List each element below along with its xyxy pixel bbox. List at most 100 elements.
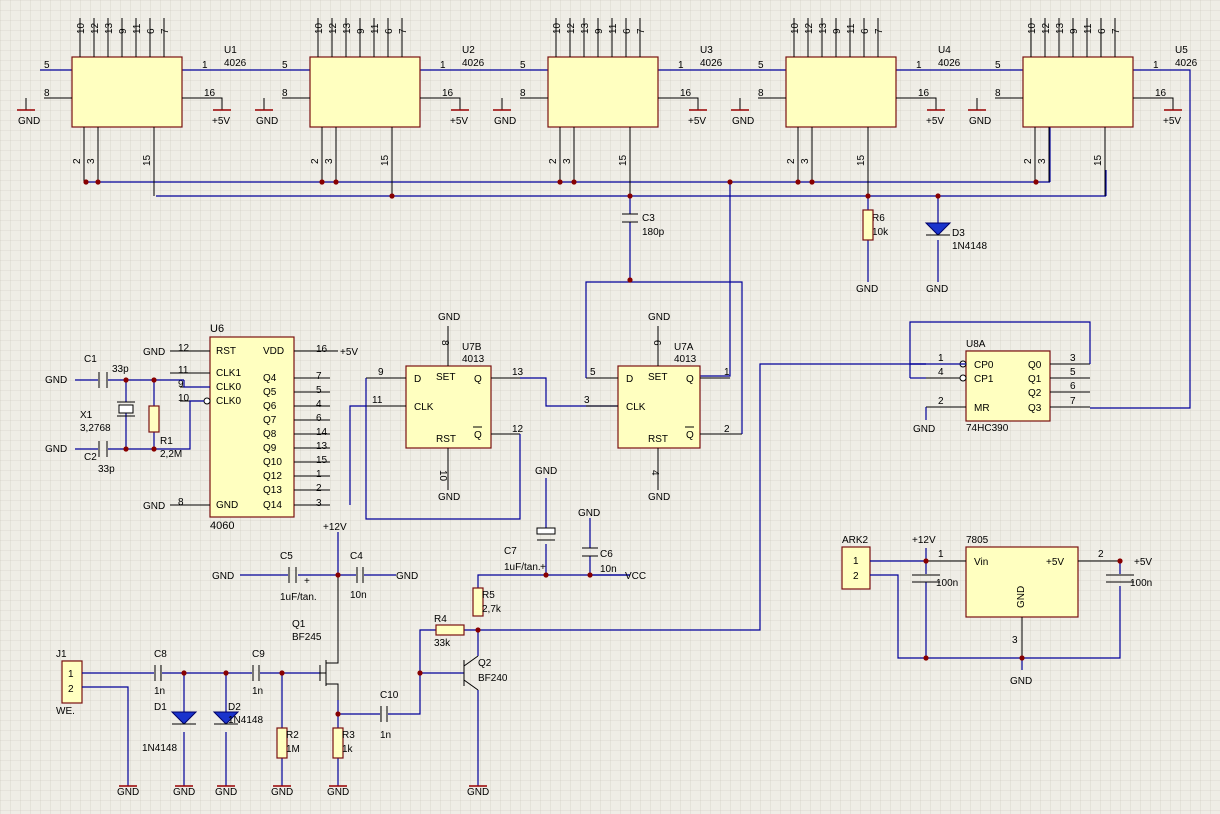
u7b-q: Q [474,374,482,385]
r2-ref: R2 [286,730,299,741]
reg-vin: Vin [974,557,988,568]
u8a-pin-name: CP1 [974,374,994,385]
u8a-gnd-label: GND [913,424,935,435]
u8a-pin-num: 6 [1070,381,1076,392]
u8a-pin-name: Q0 [1028,360,1042,371]
counter-body [309,56,421,128]
u8a-ref: U8A [966,339,986,350]
c5-gnd-label: GND [212,571,234,582]
counter-pin2: 2 [786,158,797,164]
counter-top-pin: 13 [342,22,353,34]
junction-dot [543,572,549,578]
counter-top-pin: 12 [328,22,339,34]
u7a-pin-rst: 4 [649,470,660,476]
c1-symbol [98,372,108,388]
counter-top-pin: 6 [860,28,871,34]
counter-top-pin: 9 [356,28,367,34]
junction-dot [627,277,633,283]
j1-body [61,660,83,704]
reg-5v-label: +5V [1134,557,1152,568]
counter-top-pin: 10 [1027,22,1038,34]
counter-top-pin: 12 [804,22,815,34]
counter-top-pin: 9 [832,28,843,34]
counter-pin8: 8 [758,88,764,99]
u7b-rst: RST [436,434,456,445]
counter-top-pin: 13 [580,22,591,34]
q1-value: BF245 [292,632,322,643]
x1-crystal [118,404,134,414]
c2-value: 33p [98,464,115,475]
u6-5v-label: +5V [340,347,358,358]
junction-dot [571,179,577,185]
u6-pin-num: 9 [178,379,184,390]
u6-pin-num: 11 [178,365,189,376]
counter-pin16: 16 [1155,88,1167,99]
counter-top-pin: 11 [1083,23,1094,34]
p5v-label: +5V [450,116,468,127]
ark2-body [841,546,871,590]
c4-ref: C4 [350,551,363,562]
counter-top-pin: 6 [622,28,633,34]
wire-ark2 [870,560,1121,659]
wire-u7a-loop [585,281,743,434]
counter-pin1: 1 [678,60,684,71]
c5-ref: C5 [280,551,293,562]
counter-pin3: 3 [1037,158,1048,164]
r2-value: 1M [286,744,300,755]
ground-label: GND [117,787,139,798]
junction-dot [795,179,801,185]
u8a-pin-name: Q3 [1028,403,1042,414]
junction-dot [181,670,187,676]
u7a-pin-qn: 2 [724,424,730,435]
counter-pin8: 8 [282,88,288,99]
counter-pin1: 1 [1153,60,1159,71]
junction-dot [417,670,423,676]
counter-pin1: 1 [440,60,446,71]
counter-pin3: 3 [86,158,97,164]
counter-pin15: 15 [380,154,391,166]
wire-u7b-q [520,377,618,407]
c2-gnd-label: GND [45,444,67,455]
q1-ref: Q1 [292,619,306,630]
u6-pin-name: Q4 [263,373,277,384]
junction-dot [865,193,871,199]
gnd-label: GND [18,116,40,127]
counter-pin16: 16 [204,88,216,99]
r1-value: 2,2M [160,449,182,460]
u6-pin-num: 14 [316,427,328,438]
reg-body [965,546,1079,618]
u7b-qn: Q [474,430,482,441]
reg-12v-label: +12V [912,535,936,546]
r6-ref: R6 [872,213,885,224]
u6-pin-num: 1 [316,469,322,480]
counter-pin8: 8 [995,88,1001,99]
u7a-qn: Q [686,430,694,441]
counter-top-pin: 9 [594,28,605,34]
gnd-label: GND [732,116,754,127]
counter-top-pin: 11 [370,23,381,34]
u7a-clk: CLK [626,402,646,413]
counter-pin2: 2 [72,158,83,164]
diode-symbol [170,711,198,725]
u6-pin-num: 10 [178,393,190,404]
junction-dot [727,179,733,185]
junction-dot [1019,655,1025,661]
counter-top-pin: 12 [90,22,101,34]
u7a-pin-q: 1 [724,367,730,378]
counter-pin15: 15 [618,154,629,166]
r4-value: 33k [434,638,451,649]
d2-ref: D2 [228,702,241,713]
d2-value: 1N4148 [228,715,263,726]
counter-top-pin: 6 [384,28,395,34]
r4-ref: R4 [434,614,447,625]
c4-value: 10n [350,590,367,601]
u8a-pin-name: MR [974,403,990,414]
c2-ref: C2 [84,452,97,463]
c3-value: 180p [642,227,665,238]
u7b-4013 [349,326,618,520]
u7b-pin-d: 9 [378,367,384,378]
d3-gnd-label: GND [926,284,948,295]
